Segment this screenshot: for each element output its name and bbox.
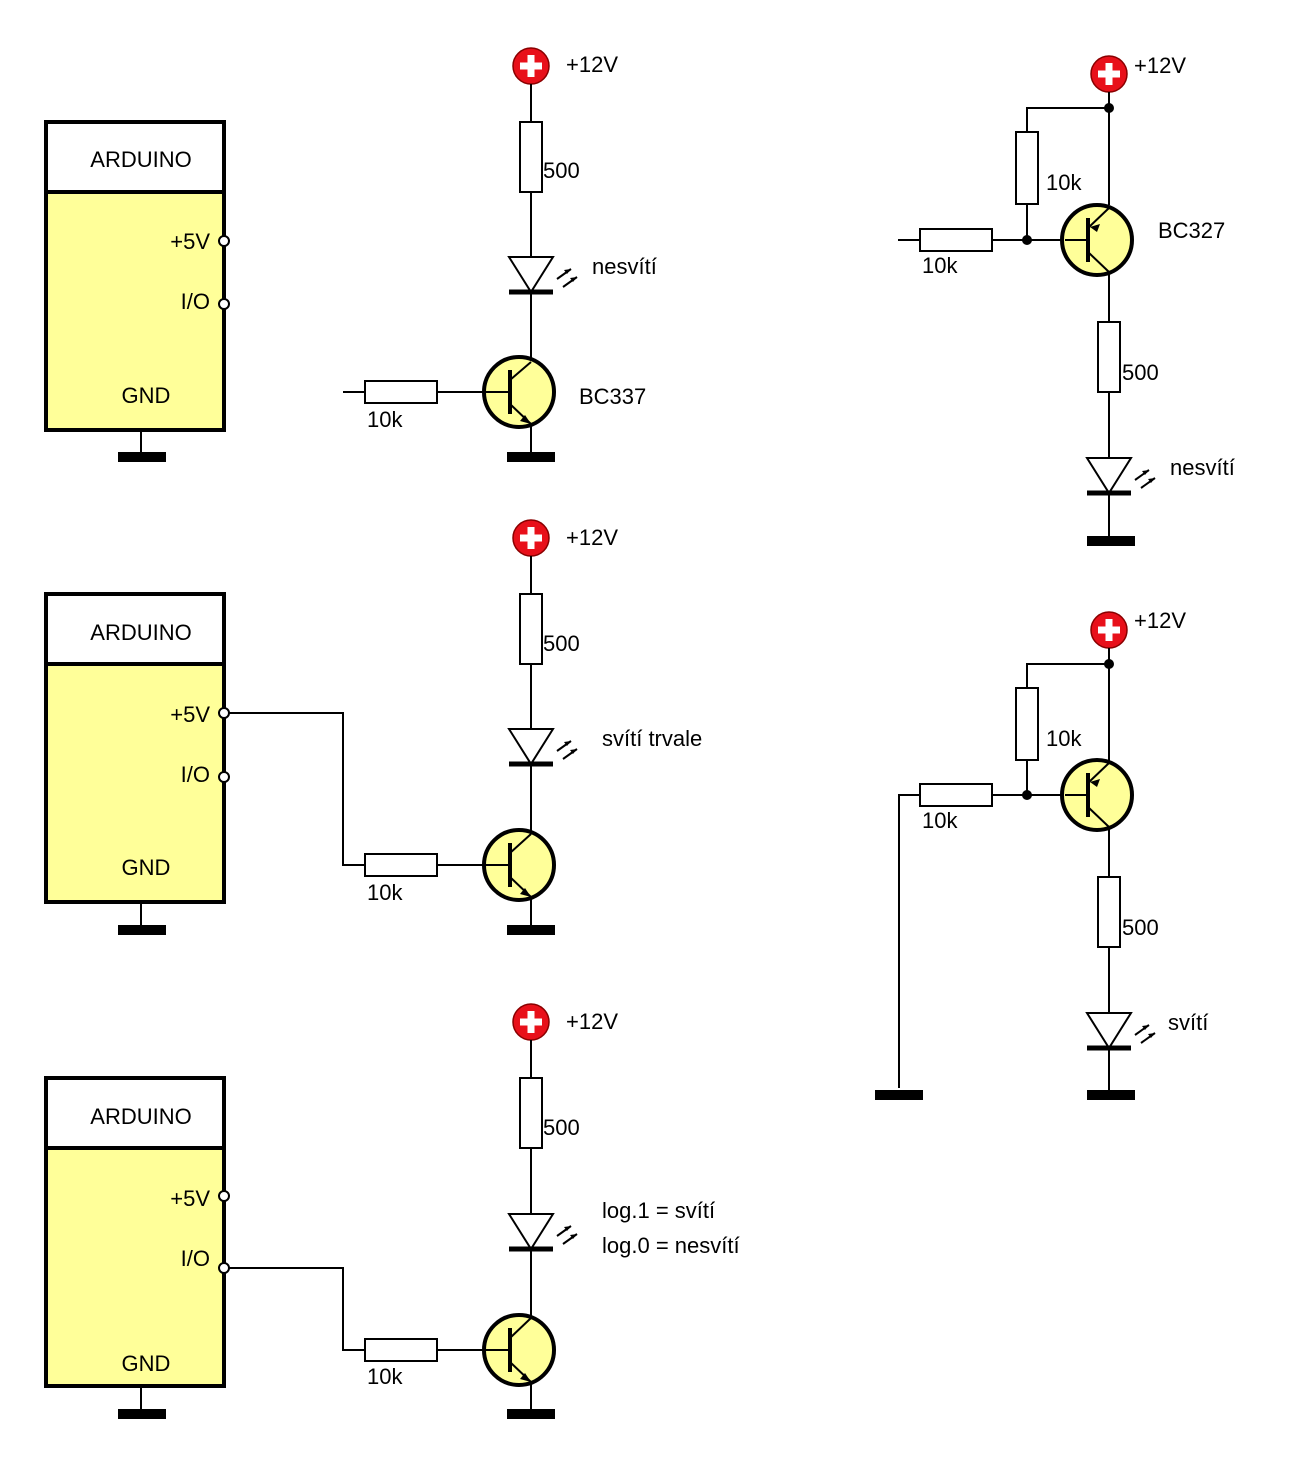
arduino-board-2: ARDUINO +5V I/O GND xyxy=(44,592,230,935)
pullup-resistor xyxy=(1015,687,1039,761)
ground-symbol xyxy=(1087,1090,1135,1100)
pin-gnd-label: GND xyxy=(122,855,171,880)
led xyxy=(507,256,578,295)
led-resistor xyxy=(1097,321,1121,393)
pnp-circuit-2: +12V 10k 10k 500 svítí xyxy=(875,608,1208,1100)
wire-input-to-ground xyxy=(898,794,920,1088)
pin-5v-label: +5V xyxy=(170,1186,210,1211)
led-state-label: svítí xyxy=(1168,1010,1208,1035)
npn-circuit-2: +12V 500 svítí trvale 10k xyxy=(229,519,702,935)
arduino-header xyxy=(44,120,226,194)
pin-5v-label: +5V xyxy=(170,229,210,254)
base-resistor-label: 10k xyxy=(922,808,958,833)
pnp-transistor xyxy=(1060,758,1134,832)
led xyxy=(507,1213,578,1252)
base-resistor-label: 10k xyxy=(922,253,958,278)
pin-io xyxy=(218,771,230,783)
npn-circuit-3: +12V 500 log.1 = svítí log.0 = nesvítí 1… xyxy=(229,1003,740,1419)
led xyxy=(1085,1012,1156,1051)
supply-label: +12V xyxy=(566,52,618,77)
arduino-header xyxy=(44,1076,226,1150)
pnp-transistor xyxy=(1060,203,1134,277)
ground-symbol xyxy=(507,452,555,462)
ground-symbol xyxy=(118,925,166,935)
ground-symbol xyxy=(118,1409,166,1419)
logic-low-label: log.0 = nesvítí xyxy=(602,1233,740,1258)
led-resistor-label: 500 xyxy=(543,631,580,656)
pullup-resistor-label: 10k xyxy=(1046,170,1082,195)
pin-io xyxy=(218,298,230,310)
pullup-resistor xyxy=(1015,131,1039,205)
pnp-circuit-1: +12V 10k 10k BC327 500 nesvítí xyxy=(898,53,1235,546)
arduino-title: ARDUINO xyxy=(90,620,191,645)
npn-transistor xyxy=(482,1313,556,1387)
led-resistor xyxy=(1097,876,1121,948)
supply-plus-icon xyxy=(512,1003,550,1041)
led-resistor xyxy=(519,121,543,193)
ground-symbol xyxy=(875,1090,923,1100)
pin-5v xyxy=(218,707,230,719)
supply-plus-icon xyxy=(1090,55,1128,93)
base-resistor xyxy=(919,783,993,807)
transistor-label: BC327 xyxy=(1158,218,1225,243)
led-state-label: nesvítí xyxy=(592,254,657,279)
pin-5v xyxy=(218,1190,230,1202)
base-resistor-label: 10k xyxy=(367,407,403,432)
pin-gnd-label: GND xyxy=(122,1351,171,1376)
supply-label: +12V xyxy=(566,525,618,550)
wire-5v-to-base xyxy=(229,712,365,866)
logic-high-label: log.1 = svítí xyxy=(602,1198,715,1223)
led-resistor-label: 500 xyxy=(543,1115,580,1140)
supply-plus-icon xyxy=(512,47,550,85)
led-state-label: nesvítí xyxy=(1170,455,1235,480)
transistor-label: BC337 xyxy=(579,384,646,409)
led-resistor-label: 500 xyxy=(543,158,580,183)
pin-gnd-label: GND xyxy=(122,383,171,408)
supply-label: +12V xyxy=(1134,53,1186,78)
led-resistor xyxy=(519,1077,543,1149)
supply-plus-icon xyxy=(512,519,550,557)
led-resistor-label: 500 xyxy=(1122,360,1159,385)
arduino-title: ARDUINO xyxy=(90,1104,191,1129)
led xyxy=(1085,457,1156,496)
led xyxy=(507,728,578,767)
base-resistor xyxy=(364,380,438,404)
supply-label: +12V xyxy=(1134,608,1186,633)
ground-symbol xyxy=(1087,536,1135,546)
base-resistor xyxy=(919,228,993,252)
pin-io-label: I/O xyxy=(181,762,210,787)
led-state-label: svítí trvale xyxy=(602,726,702,751)
pin-5v xyxy=(218,235,230,247)
base-resistor-label: 10k xyxy=(367,880,403,905)
pin-5v-label: +5V xyxy=(170,702,210,727)
arduino-board-3: ARDUINO +5V I/O GND xyxy=(44,1076,230,1419)
pin-io-label: I/O xyxy=(181,1246,210,1271)
pin-io-label: I/O xyxy=(181,289,210,314)
arduino-board-1: ARDUINO +5V I/O GND xyxy=(44,120,230,462)
ground-symbol xyxy=(507,925,555,935)
supply-label: +12V xyxy=(566,1009,618,1034)
ground-symbol xyxy=(118,452,166,462)
npn-circuit-1: +12V 500 nesvítí 10k BC337 xyxy=(343,47,657,462)
base-resistor xyxy=(364,853,438,877)
led-resistor-label: 500 xyxy=(1122,915,1159,940)
led-resistor xyxy=(519,593,543,665)
pin-io xyxy=(218,1262,230,1274)
pullup-resistor-label: 10k xyxy=(1046,726,1082,751)
wire-io-to-base xyxy=(229,1267,365,1351)
supply-plus-icon xyxy=(1090,611,1128,649)
arduino-title: ARDUINO xyxy=(90,147,191,172)
npn-transistor xyxy=(482,828,556,902)
base-resistor xyxy=(364,1338,438,1362)
arduino-header xyxy=(44,592,226,666)
base-resistor-label: 10k xyxy=(367,1364,403,1389)
ground-symbol xyxy=(507,1409,555,1419)
npn-transistor xyxy=(482,355,556,429)
